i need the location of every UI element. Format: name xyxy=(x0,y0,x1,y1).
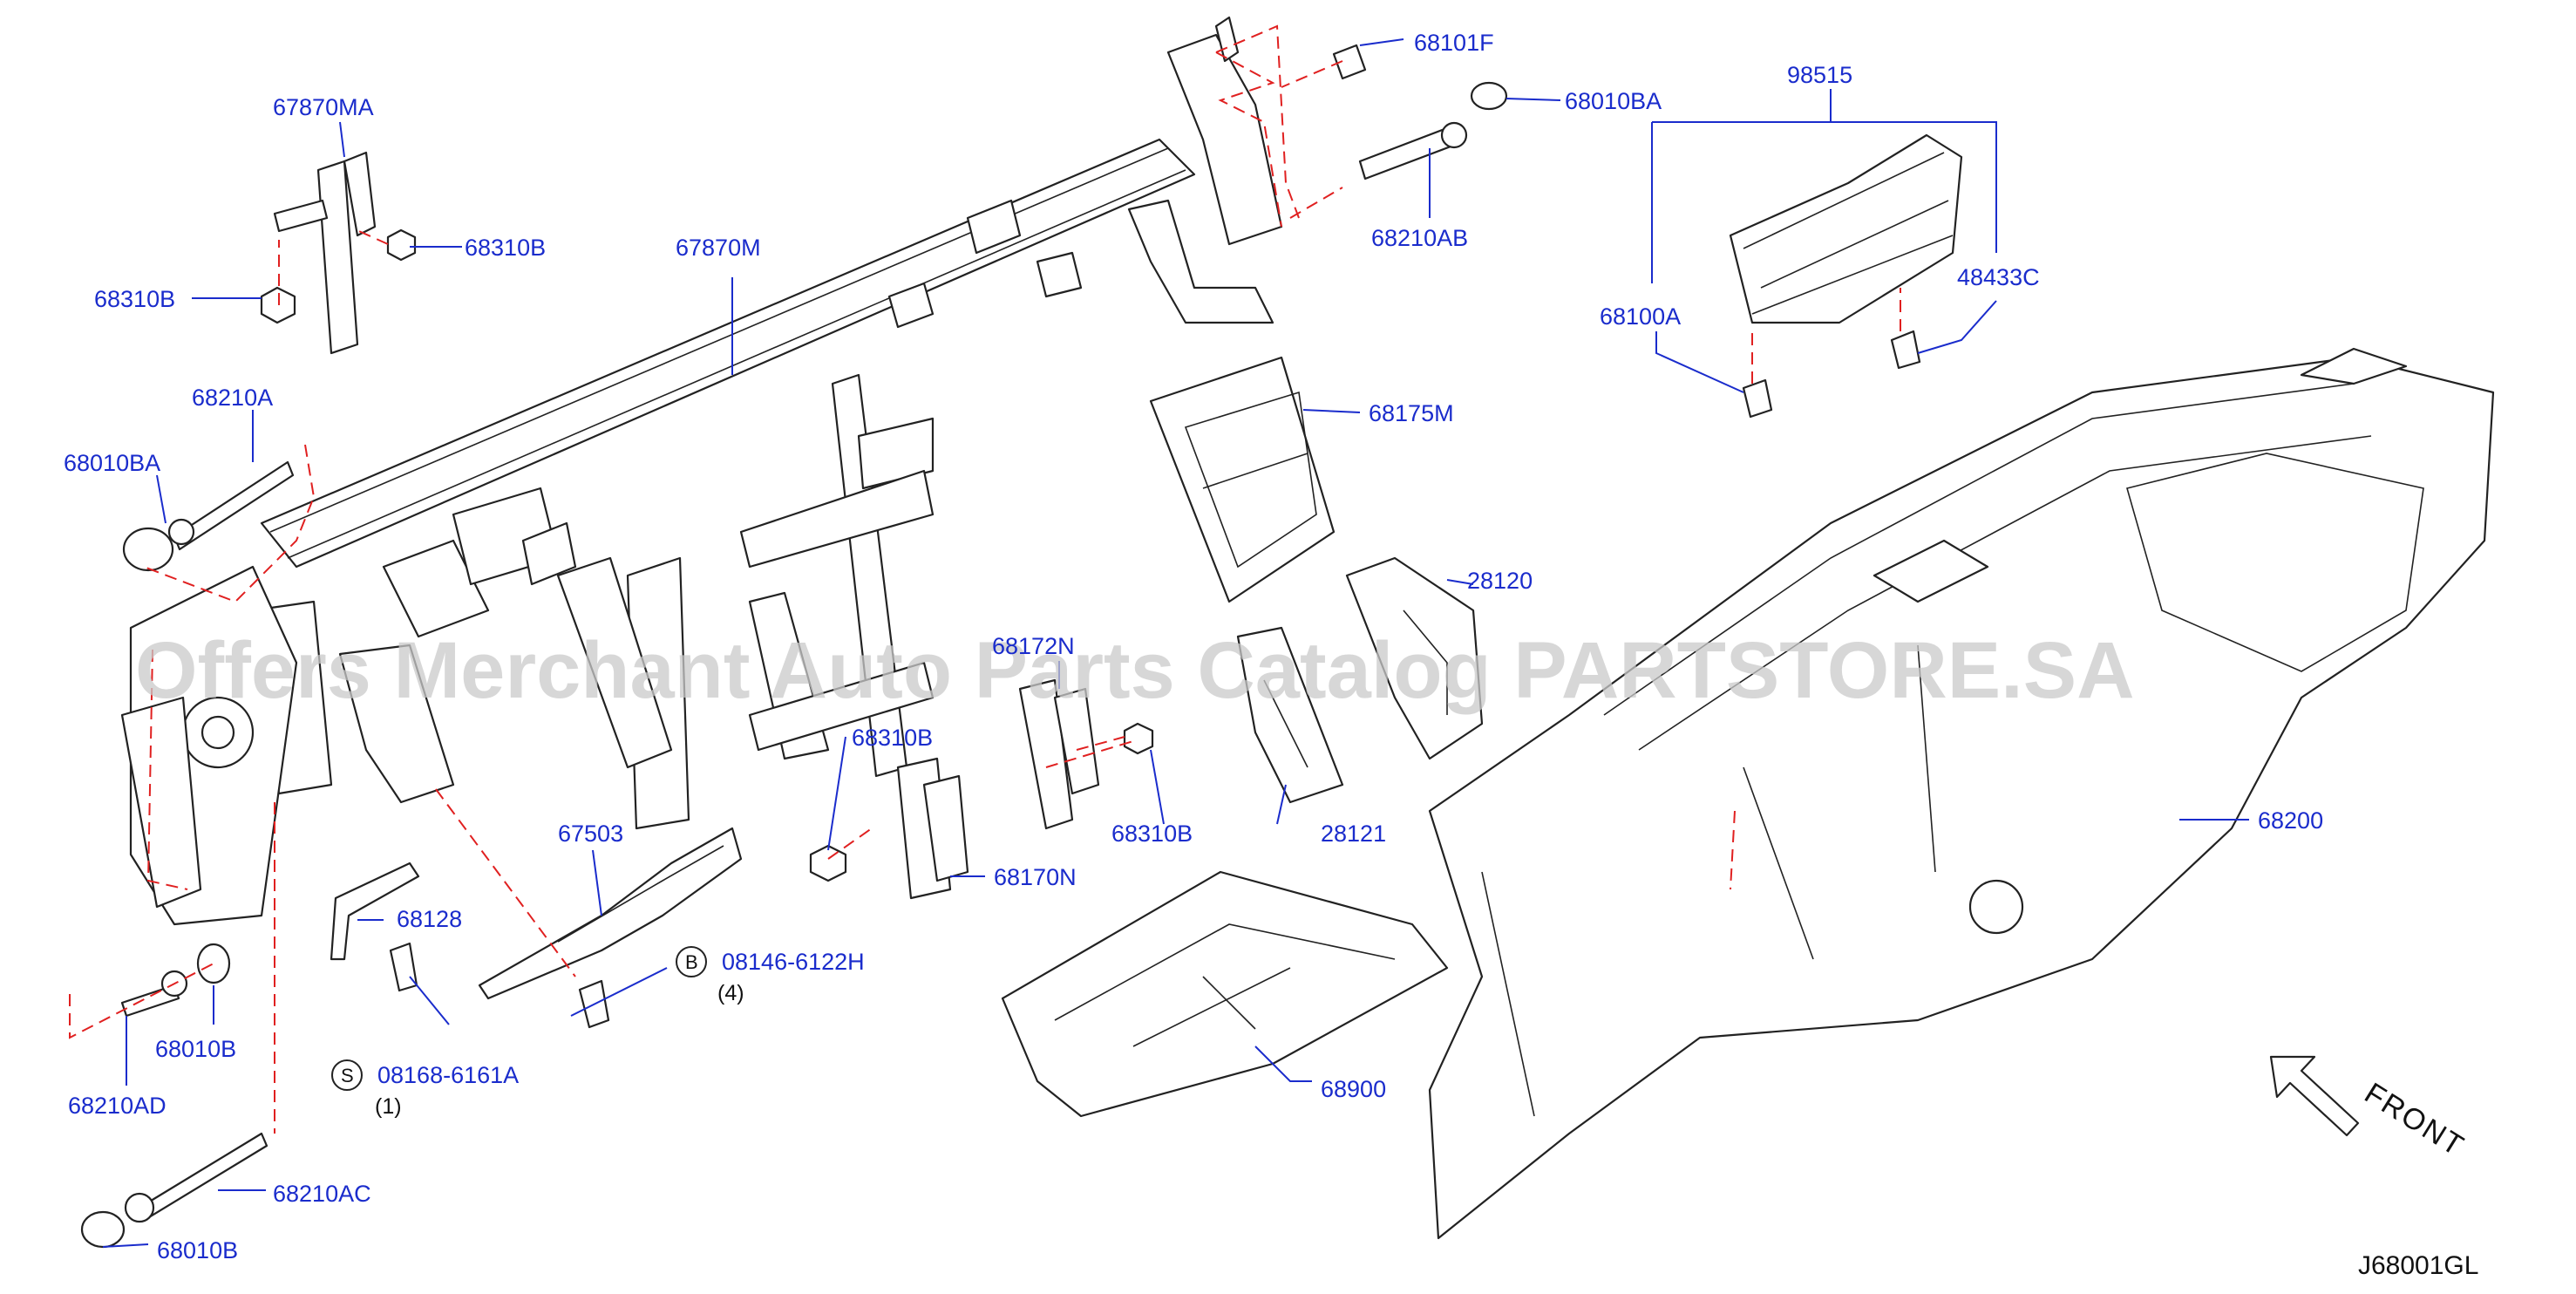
fasteners xyxy=(80,44,1921,1249)
duct-67503 xyxy=(478,827,743,1000)
cap-68010ba-top xyxy=(1470,81,1508,111)
screw-symbol-s: S xyxy=(331,1059,363,1091)
label-48433c: 48433C xyxy=(1957,264,2040,290)
label-98515: 98515 xyxy=(1787,62,1852,88)
clip-68101f xyxy=(1332,44,1367,80)
label-68172n: 68172N xyxy=(992,633,1075,659)
qty-08146: (4) xyxy=(717,981,744,1005)
airbag-module-98515 xyxy=(1729,133,1963,324)
screw-symbol-s-text: S xyxy=(341,1065,354,1086)
label-68310b-left: 68310B xyxy=(94,286,175,312)
dashed-guides xyxy=(69,24,1901,1134)
cap-68010b-b xyxy=(80,1210,126,1249)
bracket-68128 xyxy=(330,862,420,961)
diagram-ref-code: J68001GL xyxy=(2358,1251,2478,1280)
qty-08168: (1) xyxy=(375,1094,402,1119)
bolt-symbol-b-text: B xyxy=(685,951,698,973)
label-67870ma: 67870MA xyxy=(273,94,374,120)
instrument-panel-68200 xyxy=(1428,347,2495,1240)
label-68210a: 68210A xyxy=(192,385,273,411)
label-68010b-a: 68010B xyxy=(155,1036,236,1062)
label-68010b-b: 68010B xyxy=(157,1237,238,1263)
bracket-68172n xyxy=(1018,678,1100,830)
steering-member-67870m xyxy=(120,16,1283,926)
nut-68310b-c xyxy=(809,844,847,882)
label-68210ad: 68210AD xyxy=(68,1093,167,1119)
line-art xyxy=(80,16,2495,1249)
label-67870m: 67870M xyxy=(676,235,761,261)
cap-68010ba-left xyxy=(122,527,174,572)
bracket-68175m xyxy=(1149,356,1336,603)
bolt-symbol-b: B xyxy=(676,946,707,977)
label-08168-6161a: 08168-6161A xyxy=(377,1062,519,1088)
lower-cover-68900 xyxy=(1001,870,1449,1118)
watermark: Offers Merchant Auto Parts Catalog PARTS… xyxy=(135,626,2135,715)
front-label: FRONT xyxy=(2359,1077,2471,1164)
label-68900: 68900 xyxy=(1321,1076,1386,1102)
label-68310b-c: 68310B xyxy=(852,725,933,751)
label-28121: 28121 xyxy=(1321,821,1386,847)
label-68310b-d: 68310B xyxy=(1111,821,1193,847)
screw-48433c xyxy=(1890,330,1921,370)
label-68170n: 68170N xyxy=(994,864,1077,890)
label-68175m: 68175M xyxy=(1369,400,1454,426)
label-28120: 28120 xyxy=(1467,568,1533,594)
bracket-28121 xyxy=(1236,626,1344,804)
clip-68100a xyxy=(1742,378,1773,419)
label-68200: 68200 xyxy=(2258,807,2323,834)
label-68100a: 68100A xyxy=(1600,303,1681,330)
bracket-28120 xyxy=(1345,556,1484,760)
label-68010ba-left: 68010BA xyxy=(64,450,160,476)
nut-68310b-upper xyxy=(386,228,417,262)
label-68210ab: 68210AB xyxy=(1371,225,1468,251)
label-67503: 67503 xyxy=(558,821,623,847)
label-08146-6122h: 08146-6122H xyxy=(722,949,865,975)
bracket-68170n xyxy=(896,757,969,900)
label-68310b-upper: 68310B xyxy=(465,235,546,261)
label-68101f: 68101F xyxy=(1414,30,1494,56)
bolt-68210a xyxy=(173,460,295,551)
bolt-68210ad xyxy=(120,984,180,1018)
label-68210ac: 68210AC xyxy=(273,1181,371,1207)
front-arrow xyxy=(2269,1055,2360,1137)
screw-08168 xyxy=(389,942,418,992)
label-68128: 68128 xyxy=(397,906,462,932)
bolt-68210ac xyxy=(138,1132,268,1222)
nut-68310b-d xyxy=(1123,722,1154,755)
bracket-67870ma xyxy=(273,151,377,355)
leader-lines xyxy=(102,38,2249,1248)
label-68010ba-top: 68010BA xyxy=(1565,88,1662,114)
washer-68010b-a xyxy=(196,943,231,984)
part-labels: 67870MA 68310B 68310B 67870M 68101F 6801… xyxy=(64,30,2323,1263)
